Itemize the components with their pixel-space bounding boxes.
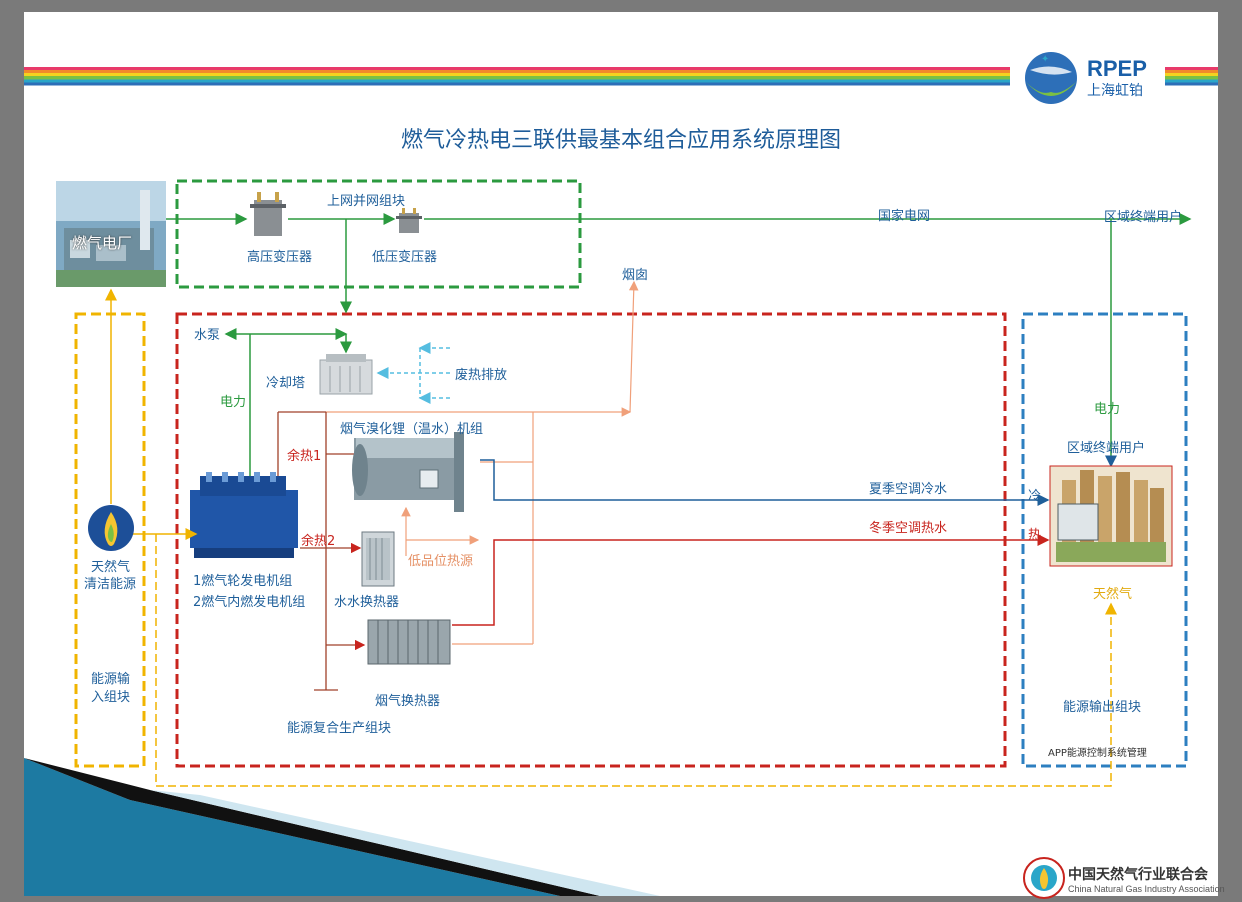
chiller-icon (352, 432, 464, 512)
regional-users-top-label: 区域终端用户 (1104, 210, 1183, 225)
rainbow-band-left (24, 67, 1010, 89)
grid-module-box (175, 179, 582, 289)
grid-module-label: 上网并网组块 (327, 194, 406, 209)
waste-heat-1-label: 余热1 (287, 449, 322, 464)
cold-label: 冷 (1028, 489, 1042, 504)
winter-hot-water-label: 冬季空调热水 (869, 521, 948, 536)
input-module-label-1: 能源输 (91, 672, 131, 687)
waste-heat-label: 废热排放 (455, 368, 508, 383)
association-name-en: China Natural Gas Industry Association (1068, 884, 1225, 894)
generator-2-label: 2燃气内燃发电机组 (193, 595, 306, 610)
production-module-label: 能源复合生产组块 (287, 721, 392, 736)
output-gas-label: 天然气 (1093, 587, 1133, 602)
association-name-cn: 中国天然气行业联合会 (1068, 867, 1208, 883)
transformer-icon (396, 208, 422, 233)
svg-text:✦: ✦ (1041, 54, 1049, 65)
app-control-label: APP能源控制系统管理 (1048, 748, 1147, 759)
waste-heat-2-label: 余热2 (301, 534, 336, 549)
gas-flame-icon (88, 505, 134, 551)
output-module-label: 能源输出组块 (1063, 700, 1142, 715)
hot-label: 热 (1028, 528, 1042, 543)
flue-heat-exchanger-icon (367, 619, 451, 665)
chiller-label: 烟气溴化锂（温水）机组 (340, 422, 484, 437)
national-grid-label: 国家电网 (878, 209, 931, 224)
regional-users-label: 区域终端用户 (1067, 441, 1146, 456)
plate-exchanger-label: 水水换热器 (334, 595, 400, 610)
natural-gas-label: 天然气 (91, 560, 131, 575)
flue-exchanger-label: 烟气换热器 (375, 694, 441, 709)
transformer-icon (250, 192, 286, 236)
logo-text-cn: 上海虹铂 (1087, 83, 1143, 99)
lv-transformer-label: 低压变压器 (372, 250, 438, 265)
summer-cold-water-label: 夏季空调冷水 (869, 482, 948, 497)
input-module-label-2: 入组块 (91, 690, 131, 705)
cooling-tower-label: 冷却塔 (266, 376, 306, 391)
power-label-left: 电力 (220, 395, 247, 410)
generator-1-label: 1燃气轮发电机组 (193, 574, 293, 589)
power-label-right: 电力 (1094, 402, 1121, 417)
low-grade-heat-label: 低品位热源 (408, 554, 474, 569)
logo-text-en: RPEP (1087, 56, 1147, 81)
page-title: 燃气冷热电三联供最基本组合应用系统原理图 (400, 128, 841, 153)
clean-energy-label: 清洁能源 (84, 577, 137, 592)
slide (24, 12, 1218, 896)
input-module-box (74, 312, 146, 768)
building-complex-icon (1049, 465, 1173, 567)
cooling-tower-icon (319, 354, 373, 395)
output-module-box (1021, 312, 1188, 768)
hv-transformer-label: 高压变压器 (247, 250, 313, 265)
rainbow-band-right (1165, 67, 1218, 89)
power-plant-label: 燃气电厂 (72, 234, 133, 252)
association-logo-icon (1023, 857, 1065, 899)
chimney-label: 烟囱 (622, 268, 649, 283)
water-pump-label: 水泵 (194, 328, 221, 343)
rpep-logo-icon: ✦ (1025, 52, 1077, 104)
plate-heat-exchanger-icon (361, 531, 395, 587)
generator-icon (190, 472, 298, 558)
decorative-swoosh (24, 758, 660, 896)
power-plant-icon (56, 181, 166, 287)
